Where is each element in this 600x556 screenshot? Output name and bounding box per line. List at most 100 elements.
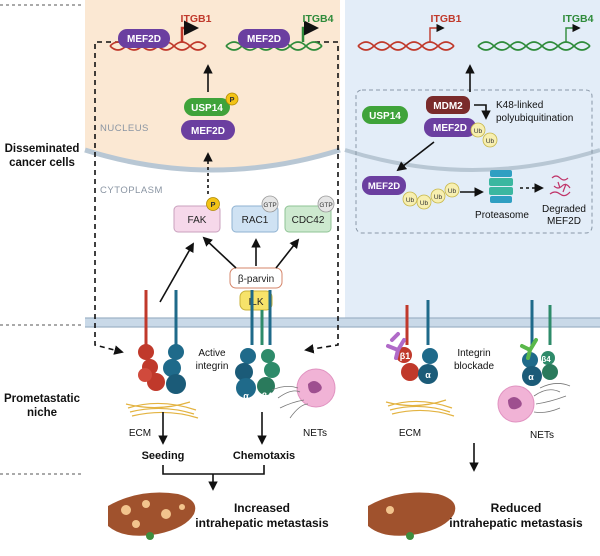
feedback-arrow-right xyxy=(304,41,339,354)
arrow-parvin-to-fak xyxy=(202,236,237,269)
beta4-label-right: β4 xyxy=(541,355,551,364)
itgb1-promoter-arrow-right xyxy=(429,23,445,42)
gtp-label: GTP xyxy=(263,202,276,209)
usp14-label-right: USP14 xyxy=(369,111,401,122)
ub-circle xyxy=(482,132,498,148)
nets-label: NETs xyxy=(303,428,327,439)
ecm-label: ECM xyxy=(129,428,151,439)
ub-label: Ub xyxy=(474,128,483,135)
cdc42-label: CDC42 xyxy=(292,215,325,226)
arrow-k48 xyxy=(474,104,491,120)
beta1-label: β1 xyxy=(148,391,159,401)
chemotaxis-label: Chemotaxis xyxy=(233,450,295,462)
mef2d-box-ub xyxy=(362,176,406,195)
ub-label: Ub xyxy=(420,200,429,207)
ub-label: Ub xyxy=(486,138,495,145)
active-integrin-label-2: integrin xyxy=(196,361,229,372)
ub-label: Ub xyxy=(434,194,443,201)
fak-box xyxy=(173,205,221,233)
bracket-to-outcome xyxy=(162,465,265,489)
dna-itgb4-right xyxy=(477,41,591,51)
ilk-label: ILK xyxy=(248,297,263,308)
alpha-label-right: α xyxy=(528,372,534,382)
proteasome-label: Proteasome xyxy=(475,210,529,221)
beta4-label: β4 xyxy=(262,391,273,401)
mef2d-label: MEF2D xyxy=(127,34,161,45)
k48-label-1: K48-linked xyxy=(496,100,543,111)
phospho-label: P xyxy=(229,95,234,104)
ub-label: Ub xyxy=(448,188,457,195)
mef2d-box-itgb4 xyxy=(238,29,290,48)
mef2d-box-nucleus xyxy=(181,120,235,140)
nets-right xyxy=(497,383,571,423)
mef2d-box-itgb1 xyxy=(118,29,170,48)
alpha-label-right: α xyxy=(425,370,431,380)
outcome-right-1: Reduced xyxy=(491,501,542,515)
gtp-label: GTP xyxy=(319,202,332,209)
arrow-parvin-to-cdc42 xyxy=(275,238,300,269)
degraded-label-1: Degraded xyxy=(542,204,586,215)
mef2d-label: MEF2D xyxy=(191,126,225,137)
active-integrin-label-1: Active xyxy=(198,348,226,359)
arrow-integrin-to-fak xyxy=(159,242,194,303)
phospho-badge-usp14 xyxy=(225,92,239,106)
row-label-disseminated-2: cancer cells xyxy=(9,157,75,169)
dna-itgb1-right xyxy=(357,41,455,51)
nucleus-label: NUCLEUS xyxy=(100,123,149,134)
cdc42-box xyxy=(284,205,332,233)
itgb1-label-right: ITGB1 xyxy=(431,13,462,25)
plasma-membrane xyxy=(85,318,600,327)
usp14-label: USP14 xyxy=(191,103,223,114)
degraded-mef2d-icon xyxy=(549,175,571,197)
row-label-prometastatic-2: niche xyxy=(27,407,57,419)
polyubiquitin-chain xyxy=(402,182,460,210)
blockade-label-1: Integrin xyxy=(457,348,490,359)
mdm2-label: MDM2 xyxy=(433,101,463,112)
blockade-label-2: blockade xyxy=(454,361,494,372)
ilk-box xyxy=(239,290,273,311)
integrin-beta1-alpha-left xyxy=(138,290,186,394)
gtp-badge-rac1 xyxy=(261,195,279,213)
usp14-box-right xyxy=(362,106,408,124)
k48-label-2: polyubiquitination xyxy=(496,113,573,124)
left-nucleus-bg xyxy=(85,0,340,170)
ub-label: Ub xyxy=(406,197,415,204)
itgb4-label: ITGB4 xyxy=(303,13,334,25)
beta-parvin-label: β-parvin xyxy=(238,274,274,285)
rac1-box xyxy=(231,205,279,233)
seeding-label: Seeding xyxy=(142,450,185,462)
ecm-fibers-left xyxy=(125,401,199,419)
outcome-left-1: Increased xyxy=(234,501,290,515)
nets-label-right: NETs xyxy=(530,430,554,441)
beta-parvin-box xyxy=(229,267,283,289)
left-nuclear-envelope xyxy=(84,147,341,173)
liver-left xyxy=(108,492,196,540)
outcome-right-2: intrahepatic metastasis xyxy=(449,516,583,530)
feedback-arrow-left xyxy=(94,41,124,355)
itgb4-promoter-arrow xyxy=(301,20,319,42)
beta1-label-right: β1 xyxy=(400,351,411,361)
cytoplasm-label: CYTOPLASM xyxy=(100,185,163,196)
integrin-beta1-alpha-right xyxy=(386,300,438,384)
integrin-alpha-beta4-right xyxy=(520,300,558,386)
arrow-to-ub-mef2d xyxy=(396,141,435,172)
liver-right xyxy=(368,492,456,540)
mef2d-label: MEF2D xyxy=(247,34,281,45)
row-label-prometastatic-1: Prometastatic xyxy=(4,393,81,405)
right-degradation-box xyxy=(355,89,593,234)
usp14-box xyxy=(184,98,230,116)
degraded-label-2: MEF2D xyxy=(547,216,581,227)
itgb1-label: ITGB1 xyxy=(181,13,212,25)
ub-circle xyxy=(470,122,486,138)
proteasome-icon xyxy=(489,170,513,203)
itgb1-promoter-arrow xyxy=(180,20,199,42)
itgb4-promoter-arrow-right xyxy=(565,23,581,42)
integrin-alpha-beta4-left xyxy=(235,290,280,398)
itgb4-label-right: ITGB4 xyxy=(563,13,594,25)
mdm2-box xyxy=(426,96,470,114)
nets-left xyxy=(271,368,336,419)
ecm-fibers-right xyxy=(385,399,455,417)
gtp-badge-cdc42 xyxy=(317,195,335,213)
fak-label: FAK xyxy=(188,215,207,226)
